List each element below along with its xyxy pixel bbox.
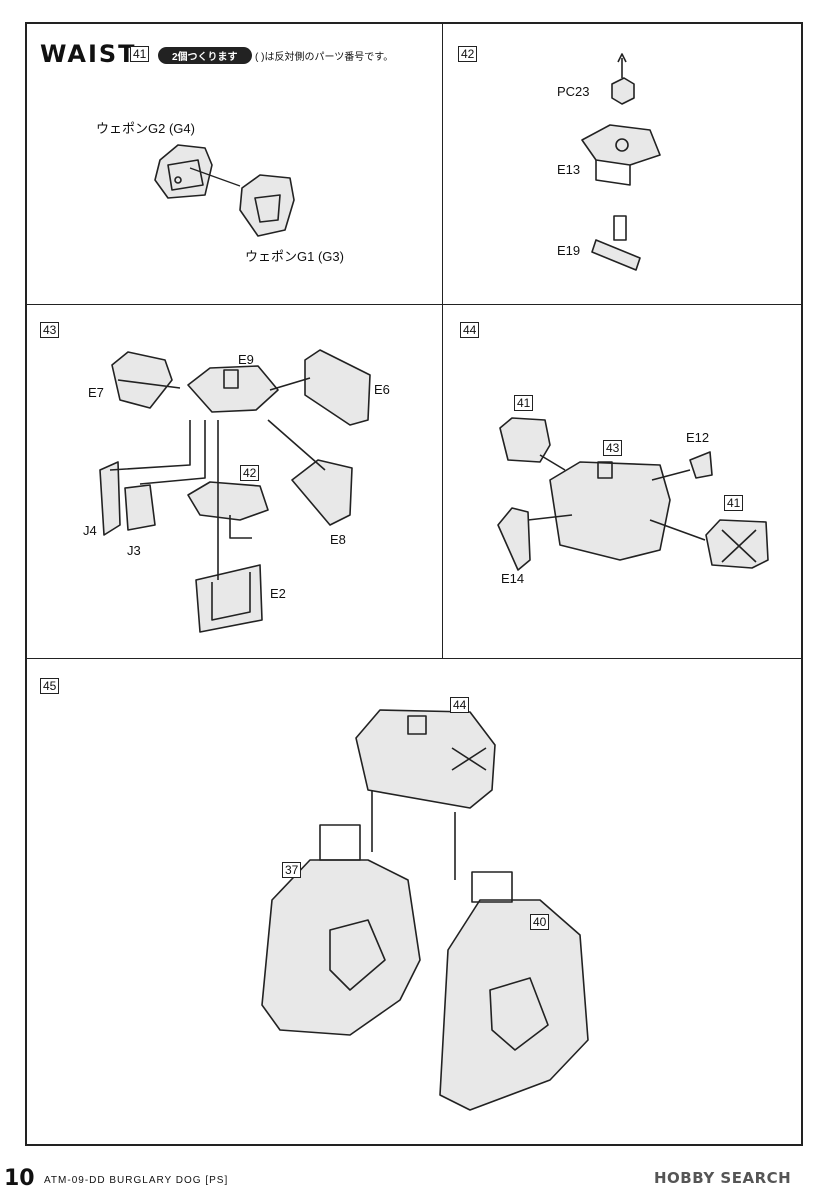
step-ref-44: 44	[450, 697, 470, 713]
part-weapon-g1	[239, 174, 295, 237]
label-j3: J3	[127, 543, 141, 558]
label-e6: E6	[374, 382, 390, 397]
label-e7: E7	[88, 385, 104, 400]
model-name: ATM-09-DD BURGLARY DOG [PS]	[44, 1175, 229, 1186]
part-step41-ref-b	[705, 519, 769, 569]
part-e8	[291, 459, 353, 526]
divider-mid	[442, 304, 443, 658]
label-e12: E12	[686, 430, 710, 445]
part-weapon-g2	[154, 144, 213, 199]
divider-top	[442, 22, 443, 305]
part-e9	[187, 365, 279, 413]
instruction-frame	[25, 22, 803, 1146]
logo-text: HOBBY SEARCH	[654, 1169, 792, 1187]
label-e2: E2	[270, 586, 286, 601]
step-ref-41a: 41	[514, 395, 534, 411]
step-ref-41b: 41	[724, 495, 744, 511]
label-pc23: PC23	[557, 84, 590, 99]
part-pc23	[611, 53, 635, 105]
part-e19	[591, 215, 641, 271]
page-number: 10	[4, 1166, 35, 1191]
label-e19: E19	[557, 243, 581, 258]
part-e2	[195, 564, 263, 633]
part-e13	[581, 124, 661, 186]
label-weapon-g2: ウェポンG2 (G4)	[96, 121, 195, 136]
label-e14: E14	[501, 571, 525, 586]
part-j4	[99, 461, 121, 536]
part-step44-ref	[355, 709, 496, 809]
part-e7	[111, 351, 173, 409]
label-e9: E9	[238, 352, 254, 367]
part-step40-ref	[439, 871, 589, 1111]
label-e13: E13	[557, 162, 581, 177]
step-ref-40: 40	[530, 914, 550, 930]
opposite-part-note: ( )は反対側のパーツ番号です。	[255, 52, 394, 63]
label-j4: J4	[83, 523, 97, 538]
step-number-42: 42	[458, 46, 478, 62]
step-number-43: 43	[40, 322, 60, 338]
step-number-44: 44	[460, 322, 480, 338]
part-step42-ref	[187, 481, 269, 539]
make-two-badge: 2個つくります	[158, 47, 252, 64]
step-ref-43: 43	[603, 440, 623, 456]
part-step37-ref	[261, 824, 421, 1036]
part-step41-ref-a	[499, 417, 551, 463]
part-j3	[124, 484, 156, 531]
step-ref-37: 37	[282, 862, 302, 878]
part-e14	[497, 507, 531, 571]
step-number-41: 41	[130, 46, 150, 62]
part-e12	[689, 451, 713, 479]
hobby-search-logo: HOBBY SEARCH	[654, 1169, 791, 1187]
label-e8: E8	[330, 532, 346, 547]
part-step43-ref	[549, 461, 671, 561]
part-e6	[304, 349, 371, 426]
page-title: WAIST	[40, 40, 137, 68]
divider-row2	[25, 658, 803, 659]
divider-row1	[25, 304, 803, 305]
step-ref-42: 42	[240, 465, 260, 481]
label-weapon-g1: ウェポンG1 (G3)	[245, 249, 344, 264]
step-number-45: 45	[40, 678, 60, 694]
